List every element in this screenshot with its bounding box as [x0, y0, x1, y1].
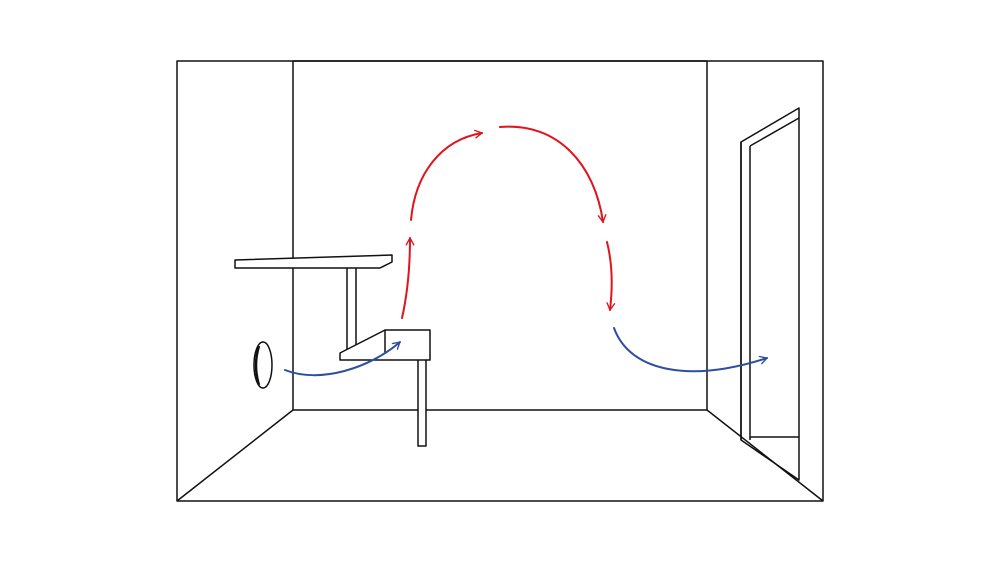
vent-ellipse	[253, 341, 273, 389]
vent-shading	[254, 345, 261, 386]
warm-air-arc-arrow	[410, 129, 483, 221]
upper-shelf	[234, 254, 393, 269]
cool-air-inflow-arrow	[284, 341, 401, 377]
warm-air-arc-descent-arrow	[499, 125, 607, 223]
warm-air-rising-arrow	[401, 237, 415, 319]
upper-shelf-support	[346, 264, 357, 356]
desk-leg	[417, 357, 427, 447]
airflow	[284, 125, 768, 377]
room-back-wall	[292, 60, 708, 411]
cool-air-outflow-arrow	[613, 327, 768, 373]
shelf-unit	[234, 254, 431, 447]
room	[176, 60, 824, 502]
warm-air-falling-arrow	[606, 241, 616, 311]
door	[740, 107, 800, 481]
wall-vent	[253, 341, 273, 389]
floor-edge-left	[176, 409, 294, 502]
door-lintel	[749, 117, 800, 147]
floor-edge-right	[706, 409, 824, 502]
